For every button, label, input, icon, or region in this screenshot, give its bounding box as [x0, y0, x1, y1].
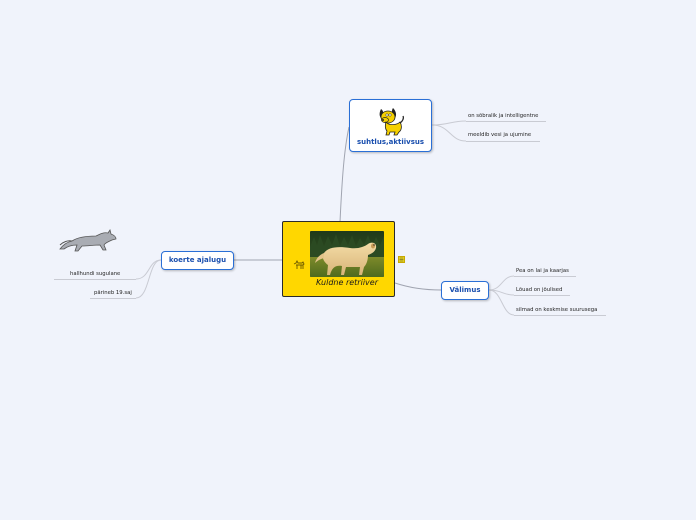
leaf-underline: [466, 121, 546, 122]
topic-koerte-ajalugu[interactable]: koerte ajalugu: [161, 251, 234, 270]
leaf-ajalugu-1[interactable]: hallhundi sugulane: [70, 271, 121, 277]
topic-label: koerte ajalugu: [168, 256, 227, 264]
leaf-underline: [514, 295, 570, 296]
leaf-underline: [90, 298, 136, 299]
leaf-underline: [514, 276, 576, 277]
dog-outline-icon: [293, 255, 305, 274]
central-topic-label: Kuldne retriiver: [316, 278, 378, 287]
cartoon-dog-icon: [375, 105, 405, 139]
topic-label: Välimus: [449, 286, 481, 294]
leaf-suhtlus-2[interactable]: meeldib vesi ja ujumine: [468, 132, 532, 138]
leaf-valimus-3[interactable]: silmad on keskmise suurusega: [516, 307, 598, 313]
leaf-valimus-2[interactable]: Lõuad on jõulised: [516, 287, 563, 293]
leaf-ajalugu-2[interactable]: pärineb 19.saj: [94, 290, 132, 296]
golden-retriever-photo: [310, 231, 384, 277]
leaf-underline: [466, 141, 540, 142]
topic-suhtlus-aktiivsus[interactable]: suhtlus,aktiivsus: [349, 99, 432, 152]
topic-label: suhtlus,aktiivsus: [356, 138, 425, 146]
leaf-valimus-1[interactable]: Pea on lai ja kaarjas: [516, 268, 569, 274]
central-topic[interactable]: Kuldne retriiver: [282, 221, 405, 297]
wolf-icon: [58, 227, 118, 257]
topic-valimus[interactable]: Välimus: [441, 281, 489, 300]
note-icon[interactable]: [398, 256, 405, 263]
leaf-underline: [54, 279, 136, 280]
leaf-suhtlus-1[interactable]: on sõbralik ja intelligentne: [468, 113, 539, 119]
leaf-underline: [514, 315, 606, 316]
